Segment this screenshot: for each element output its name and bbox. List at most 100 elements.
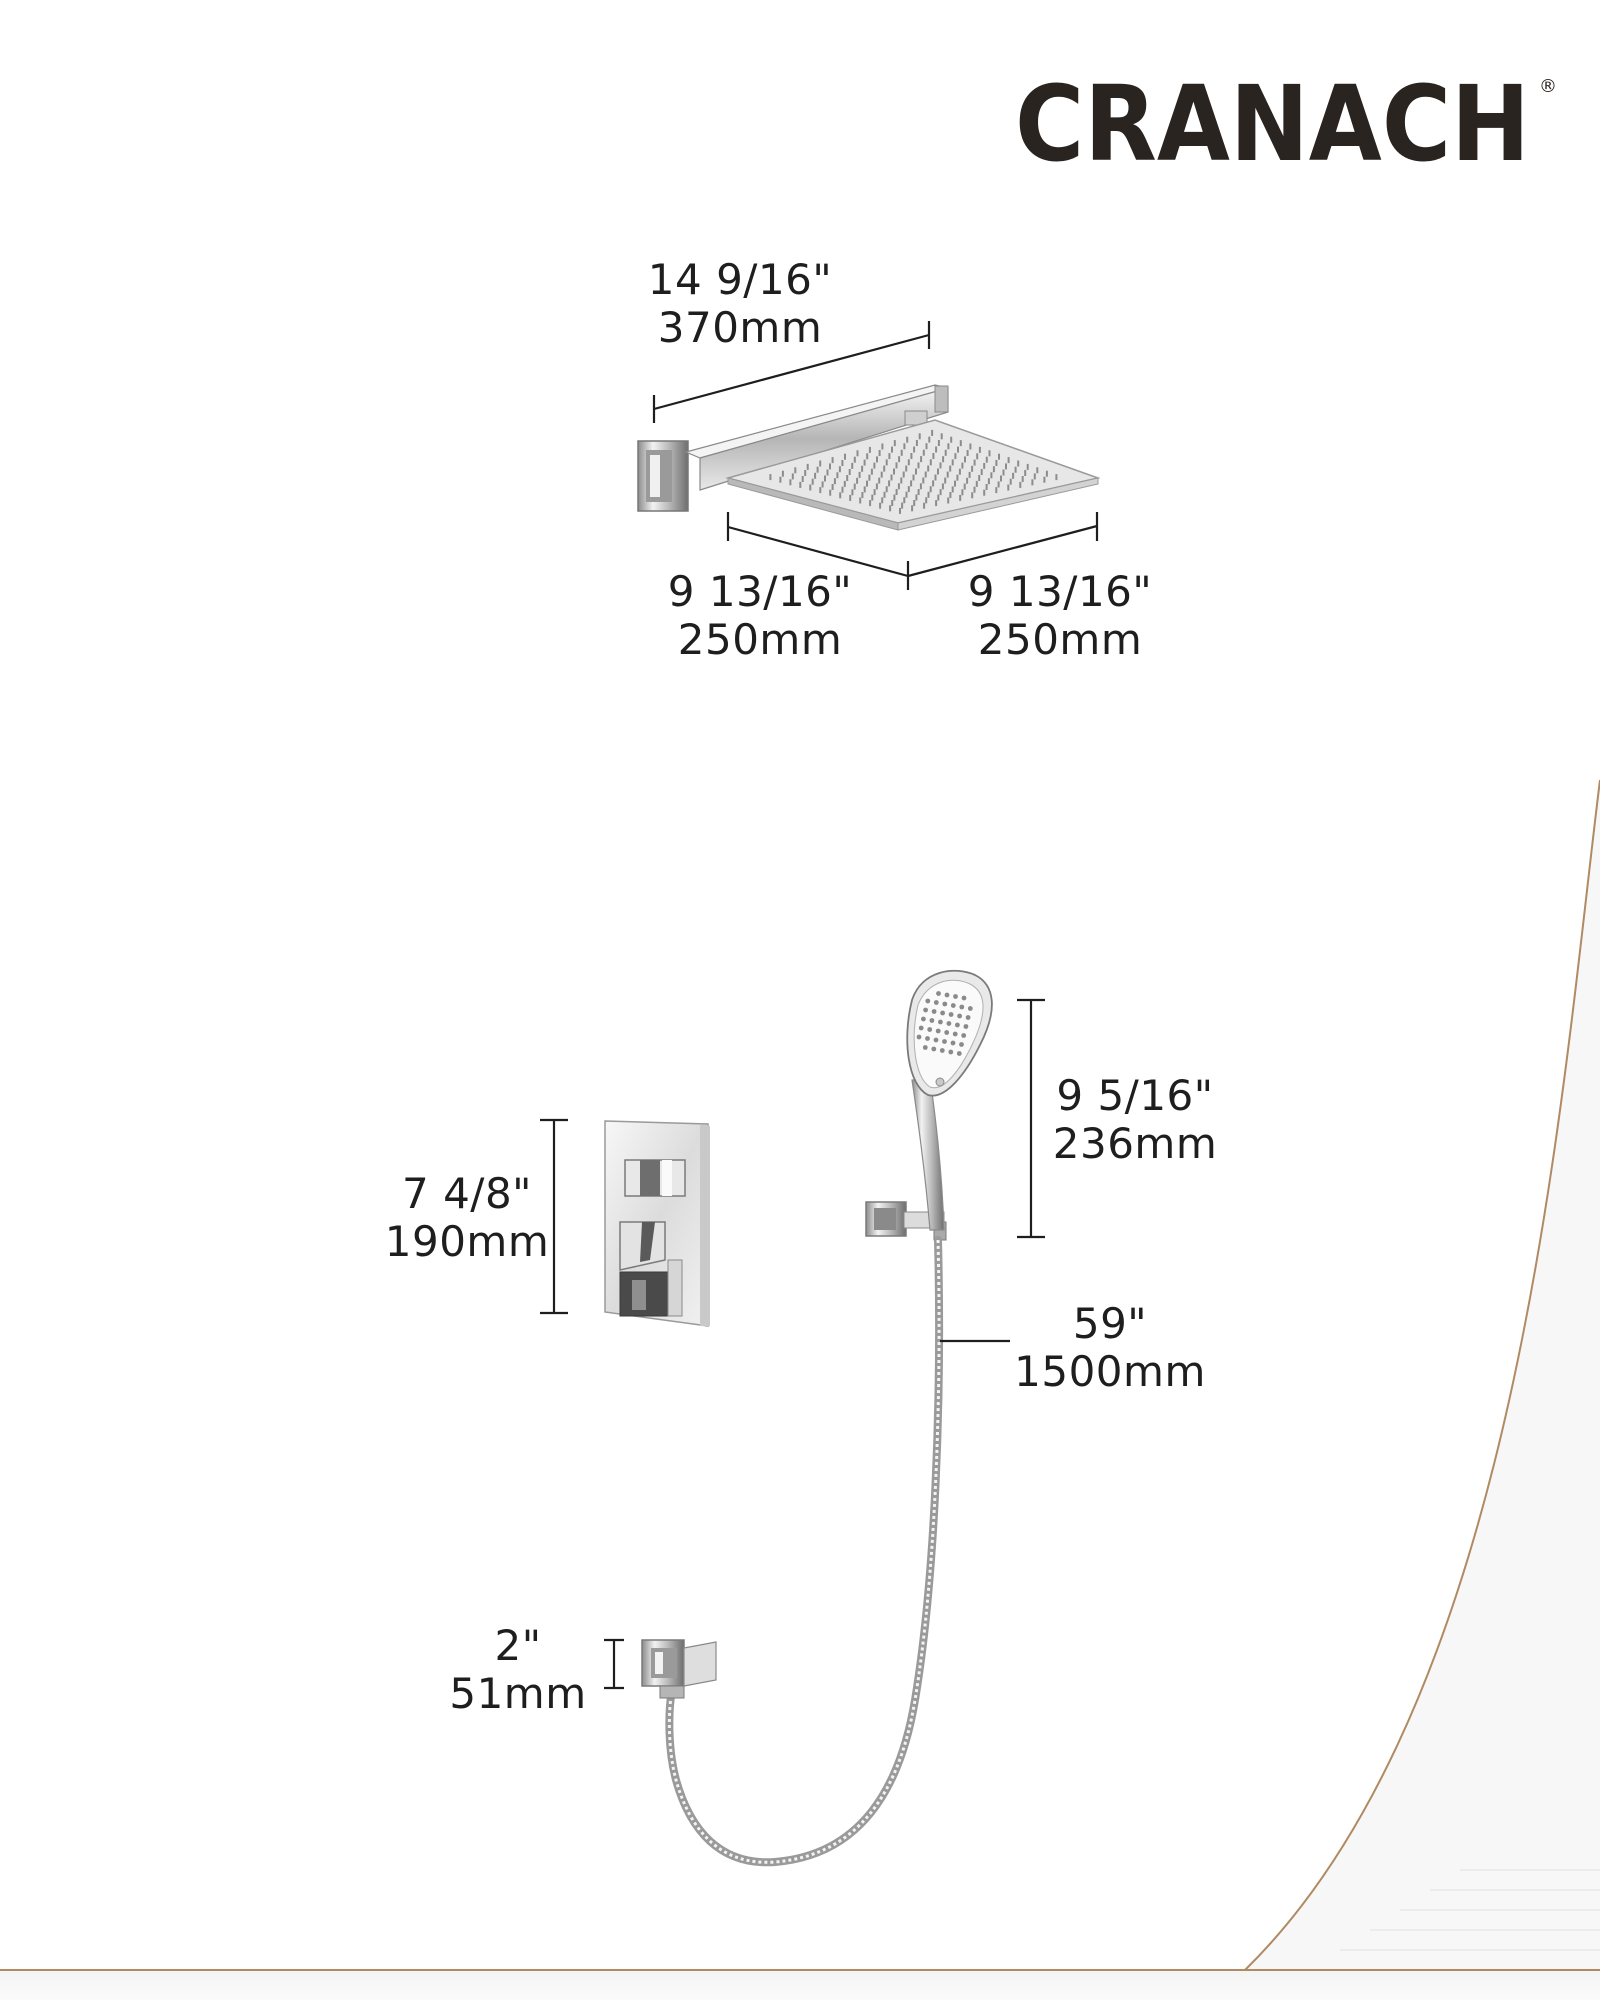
nozzle [951,459,954,466]
nozzle [791,473,794,480]
nozzle [987,478,990,485]
nozzle [819,460,822,467]
nozzle [863,459,866,466]
handshower-nozzle [944,992,950,998]
nozzle [971,465,974,472]
handshower-nozzle [933,1037,939,1043]
valve-height-label: 7 4/8" 190mm [367,1170,567,1266]
handshower-nozzle [956,1051,962,1056]
nozzle [957,446,959,453]
handshower-nozzle [933,1000,939,1005]
nozzle [935,500,938,507]
nozzle [1017,460,1020,467]
nozzle [907,459,910,466]
nozzle [811,478,814,485]
nozzle [821,481,824,488]
brand-name: CRANACH [1015,63,1530,182]
nozzle [907,486,910,493]
nozzle [978,475,981,481]
nozzle [992,466,995,473]
nozzle [912,474,915,481]
nozzle [1036,467,1039,474]
nozzle [1007,457,1010,464]
nozzle [816,466,819,473]
nozzle [861,465,864,472]
handshower-nozzle [925,1036,930,1041]
arm-length-dimension-line [652,321,931,423]
nozzle [1031,479,1034,486]
nozzle [885,459,888,466]
nozzle [929,486,932,493]
nozzle [935,446,938,453]
nozzle [848,469,851,475]
handshower-length-metric: 236mm [1052,1119,1218,1168]
nozzle [873,462,876,469]
nozzle [890,474,893,481]
valve-height-imperial: 7 4/8" [402,1169,532,1218]
nozzle [899,507,901,514]
nozzle [910,453,913,459]
nozzle [839,492,842,499]
head-width-label: 9 13/16" 250mm [960,568,1160,664]
handshower-nozzle [953,994,958,999]
outlet-height-label: 2" 51mm [418,1622,618,1718]
nozzle [902,471,905,478]
nozzle [925,443,928,450]
nozzle [789,479,792,486]
nozzle [975,480,978,487]
nozzle [968,471,971,478]
nozzle [980,469,983,475]
handshower-nozzle [929,1018,935,1023]
nozzle [919,483,922,490]
nozzle [949,492,952,498]
nozzle [961,462,964,469]
handshower-nozzle [955,1022,960,1028]
head-size-dimension-line [726,512,1099,590]
handshower-nozzle [918,1025,924,1031]
handshower-handle [911,1077,945,1231]
nozzle [940,433,943,440]
hose-length-label: 59" 1500mm [1010,1300,1210,1396]
nozzle [891,500,894,506]
nozzle [878,477,881,484]
rain-shower-head [725,419,1101,531]
nozzle [866,453,869,460]
nozzle [964,456,966,463]
head-depth-label: 9 13/16" 250mm [660,568,860,664]
handshower-nozzle [921,1016,926,1022]
brand-logo: CRANACH ® [1015,63,1557,182]
shower-hose [665,1236,944,1867]
handshower-length-dimension-line [1017,998,1045,1239]
nozzle [851,489,854,496]
nozzle [941,483,944,490]
nozzle [1024,470,1027,476]
nozzle [910,480,913,487]
nozzle [870,468,873,475]
nozzle [851,462,854,469]
nozzle [880,471,883,478]
handshower-nozzle [923,1007,928,1013]
nozzle [895,489,898,495]
nozzle [799,481,802,488]
decorative-curve-panel [1244,779,1600,1971]
nozzle [888,480,891,487]
hose-length-metric: 1500mm [1014,1347,1206,1396]
nozzle [922,477,925,484]
nozzle [932,480,935,487]
handshower-length-label: 9 5/16" 236mm [1035,1072,1235,1168]
nozzle [829,489,832,496]
nozzle [898,456,901,463]
nozzle [990,472,993,479]
nozzle [959,440,962,447]
nozzle [838,466,841,473]
handshower-nozzle [916,1034,922,1040]
nozzle [901,502,904,509]
handshower-nozzle [922,1045,928,1050]
nozzle [843,480,846,487]
nozzle [947,443,950,450]
outlet-height-metric: 51mm [449,1669,587,1718]
nozzle [923,502,926,509]
nozzle [937,468,939,475]
floor-strip [0,1969,1600,2000]
head-width-metric: 250mm [977,615,1143,664]
